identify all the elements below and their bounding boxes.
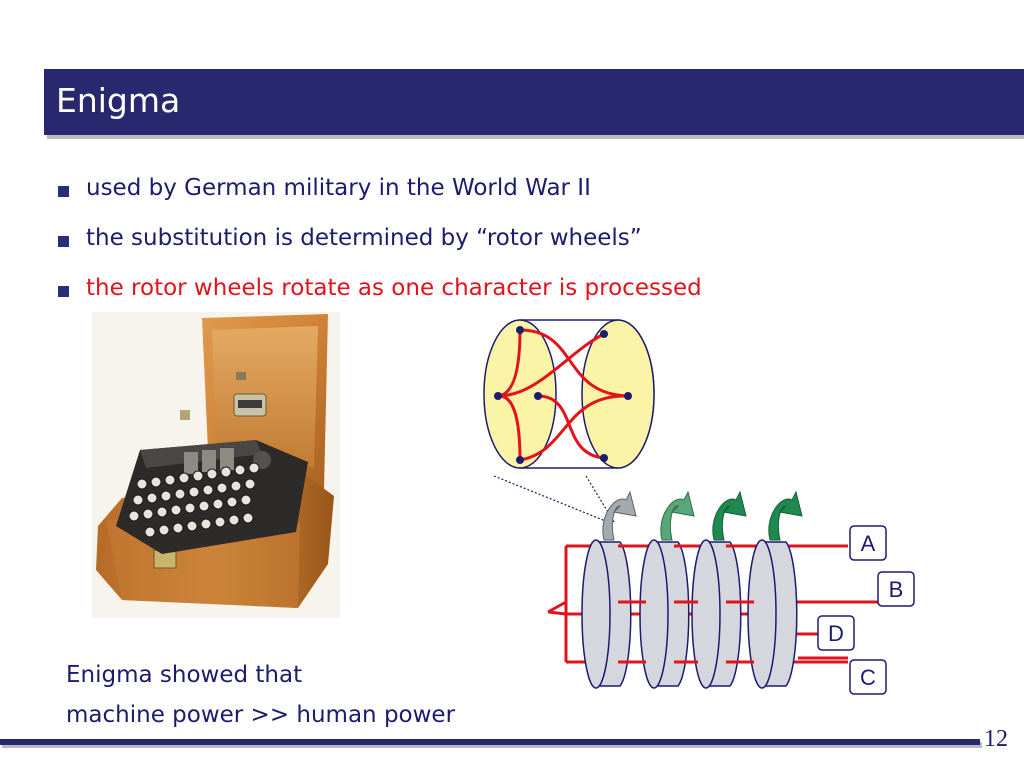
enigma-machine-photo <box>92 312 340 618</box>
square-bullet-icon <box>58 236 69 247</box>
rotor-diagram: A B D C <box>483 319 915 695</box>
bullet-item-highlighted: the rotor wheels rotate as one character… <box>58 270 702 320</box>
output-labels: A B D C <box>817 525 915 695</box>
caption: Enigma showed that machine power >> huma… <box>66 655 455 735</box>
rotor-stack <box>547 490 878 689</box>
label-c: C <box>860 665 876 690</box>
label-b: B <box>889 577 904 602</box>
rotation-arrow-green-icon <box>660 490 695 541</box>
title-bar: Enigma <box>44 69 1024 135</box>
square-bullet-icon <box>58 286 69 297</box>
label-a: A <box>861 531 876 556</box>
rotation-arrow-green-icon <box>712 490 747 541</box>
rotor-wheel <box>691 539 742 689</box>
label-d: D <box>828 621 844 646</box>
caption-line: Enigma showed that <box>66 662 303 688</box>
square-bullet-icon <box>58 186 69 197</box>
rotor-wheel <box>747 539 798 689</box>
footer-rule <box>0 739 980 745</box>
rotor-wiring-magnified <box>483 319 655 469</box>
bullet-text: the rotor wheels rotate as one character… <box>86 275 702 301</box>
bullet-text: the substitution is determined by “rotor… <box>86 225 642 251</box>
slide-title: Enigma <box>56 81 181 120</box>
left-disk-face <box>483 319 557 469</box>
page-number: 12 <box>984 726 1008 752</box>
bullet-list: used by German military in the World War… <box>58 170 702 320</box>
rotor-wheel <box>639 539 690 689</box>
bullet-item: used by German military in the World War… <box>58 170 702 220</box>
rotor-wheel <box>581 539 632 689</box>
rotation-arrow-grey-icon <box>602 490 637 541</box>
rotation-arrow-green-icon <box>768 490 803 541</box>
caption-line: machine power >> human power <box>66 702 456 728</box>
bullet-text: used by German military in the World War… <box>86 175 591 201</box>
bullet-item: the substitution is determined by “rotor… <box>58 220 702 270</box>
